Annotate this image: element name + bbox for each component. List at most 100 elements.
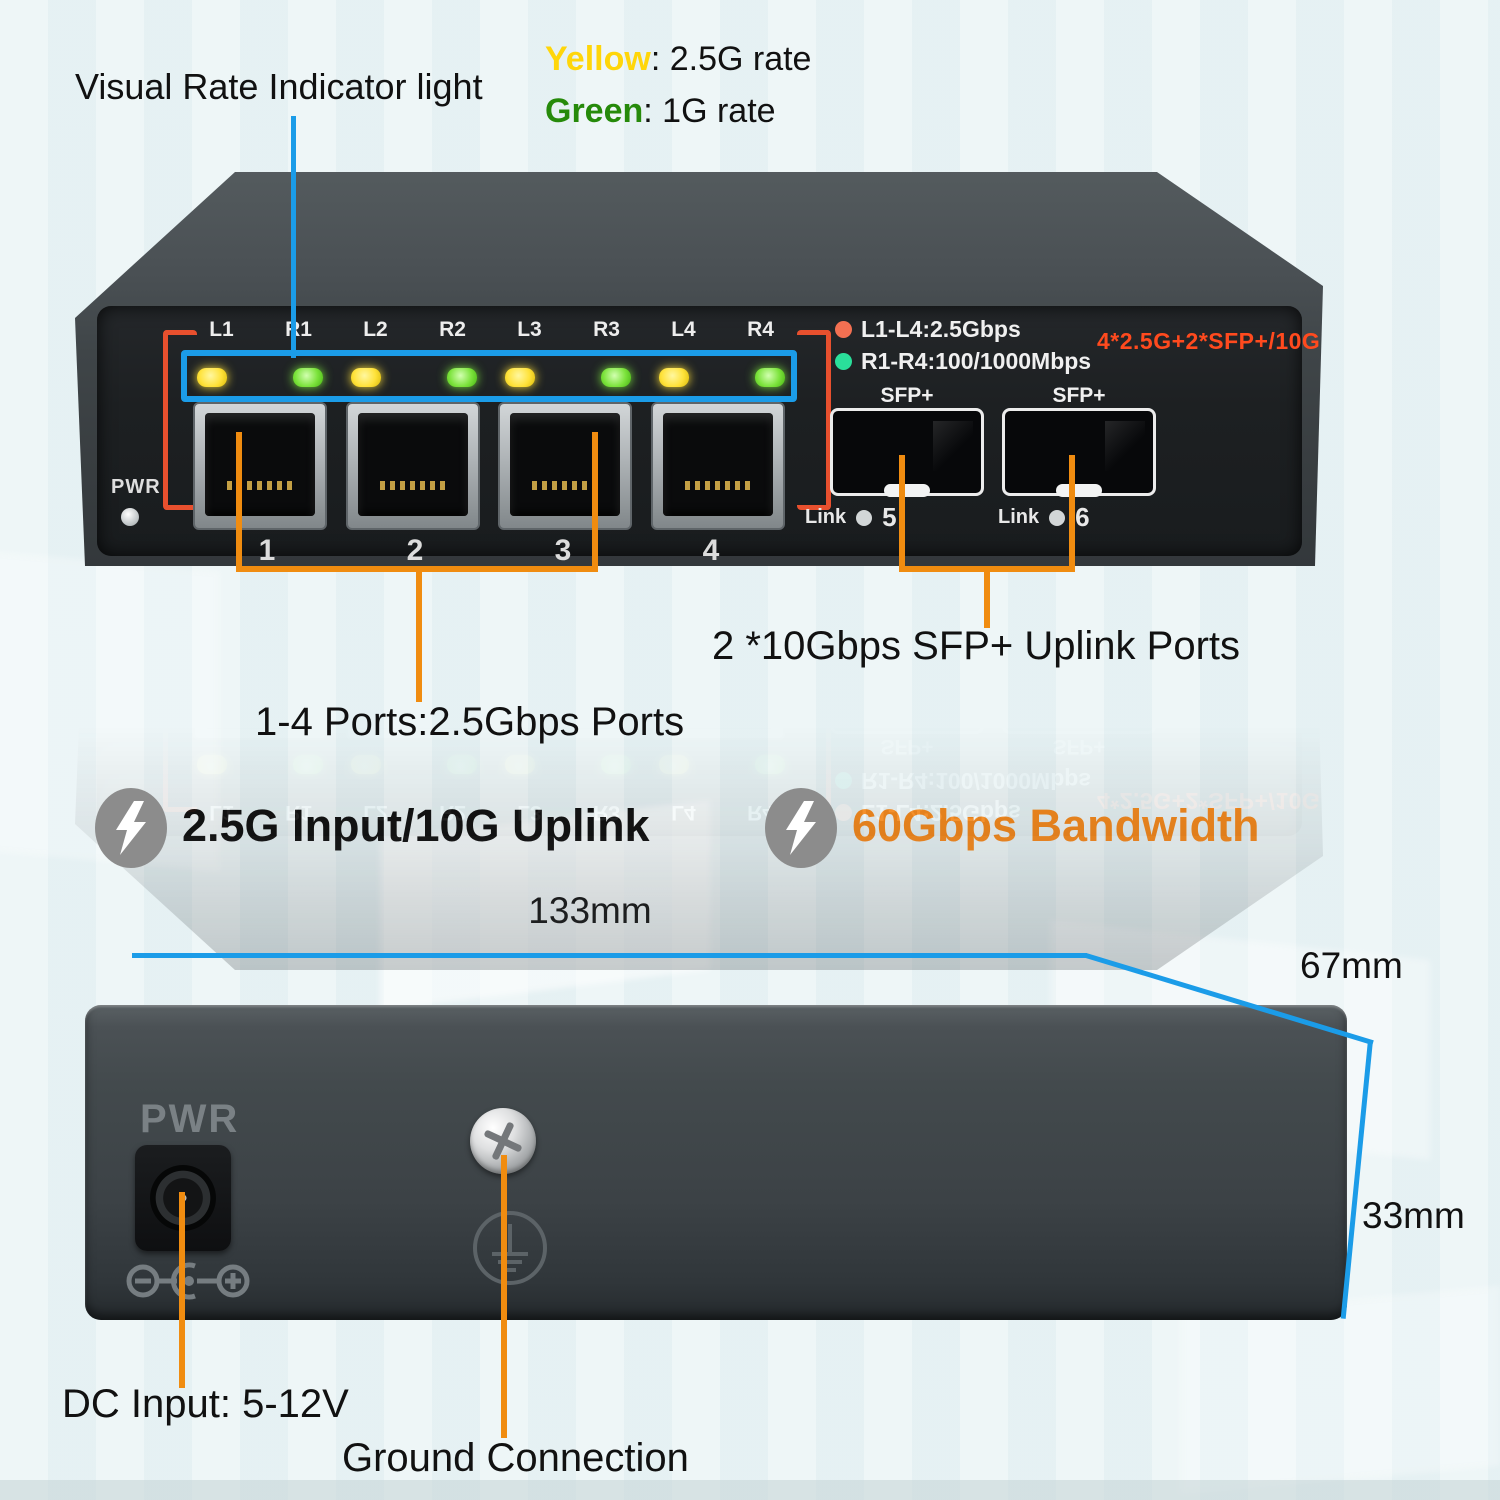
rj45-port-4 [650,402,785,530]
cage-glint [933,421,973,471]
legend-row: L1-L4:2.5Gbps [835,316,1091,343]
rear-pwr-label: PWR [140,1097,240,1141]
switch-front-view: PWR L1 R1 L2 R2 L3 R3 L4 R4 [75,168,1325,568]
led-cell [337,354,491,400]
green-rate-label: Green: 1G rate [545,92,776,131]
indicator-pointer-line [291,116,296,358]
sfp-cage-5 [830,408,984,496]
port-numbers: 1 2 3 4 [193,534,785,568]
panel-legend: L1-L4:2.5Gbps R1-R4:100/1000Mbps [835,316,1091,375]
rj45-pins [379,481,446,490]
sfp-callout: 2 *10Gbps SFP+ Uplink Ports [712,624,1241,668]
bottom-band [0,1480,1500,1500]
sfp-label-1: SFP+ [880,384,934,407]
yellow-led [505,367,535,387]
dimension-depth: 67mm [1300,945,1403,986]
ground-pointer-line [501,1155,507,1438]
link-led [856,509,873,526]
legend-text: L1-L4:2.5Gbps [861,316,1021,342]
feature-2-text: 60Gbps Bandwidth [852,800,1260,851]
port-label: R2 [439,318,466,341]
cage-glint [1105,421,1145,471]
port-number: 3 [554,534,572,567]
yellow-desc: : 2.5G rate [650,40,812,78]
led-cell [491,354,645,400]
polarity-icon [123,1257,253,1310]
green-desc: : 1G rate [643,92,776,130]
red-bracket-left [163,330,197,510]
front-pwr-label: PWR [111,476,161,498]
dc-callout: DC Input: 5-12V [62,1382,349,1426]
port-label: R3 [593,318,620,341]
port-number: 2 [406,534,424,567]
led-cell [645,354,799,400]
rj45-cavity [510,413,621,516]
legend-row: R1-R4:100/1000Mbps [835,348,1091,375]
dimension-line-width [132,953,1087,958]
rj45-port-2 [345,402,480,530]
green-led [601,367,631,387]
switch-faceplate: PWR L1 R1 L2 R2 L3 R3 L4 R4 [97,306,1320,567]
yellow-led [351,367,381,387]
link-number: 6 [1075,502,1090,532]
link-label: Link [998,506,1040,528]
rj45-cavity [662,413,773,516]
sfp-bracket-right [1069,455,1075,572]
link-led [1049,509,1066,526]
link-row-6: Link 6 [998,502,1090,533]
green-led [293,367,323,387]
sfp-cage-6 [1002,408,1156,496]
rj45-pins [684,481,751,490]
red-bracket-right [797,330,831,510]
rj45-cavity [205,413,315,516]
legend-text: R1-R4:100/1000Mbps [861,348,1092,374]
sfp-label-2: SFP+ [1052,384,1106,407]
lightning-bolt-icon [116,801,146,855]
yellow-led [659,367,689,387]
ports-callout: 1-4 Ports:2.5Gbps Ports [255,700,685,744]
green-led [755,367,785,387]
feature-1-text: 2.5G Input/10G Uplink [182,800,650,851]
rj45-port-3 [498,402,633,530]
rj45-pins [532,481,599,490]
dimension-height: 33mm [1362,1195,1465,1236]
sfp-bracket-left [899,455,905,572]
ground-callout: Ground Connection [342,1436,689,1480]
port-label: R1 [285,318,312,341]
green-dot-icon [835,353,852,370]
rj45-ports [193,402,785,530]
link-row-5: Link 5 [805,502,897,533]
lightning-icon [95,788,167,868]
port-number: 4 [702,534,720,567]
indicator-label: Visual Rate Indicator light [75,66,483,107]
port-number: 1 [258,534,276,567]
switch-rear-view: PWR [85,1005,1347,1320]
dimension-width: 133mm [528,890,652,931]
link-label: Link [805,506,847,528]
rj45-cavity [357,413,468,516]
port-label: R4 [747,318,774,341]
ports-bracket-left [236,432,242,572]
rj45-pins [227,481,293,490]
ground-symbol-icon [470,1208,550,1293]
orange-dot-icon [835,321,852,338]
front-pwr-led [121,508,139,526]
green-term: Green [545,92,644,130]
led-strip [183,354,799,400]
lightning-icon [765,788,837,868]
ports-bracket-stem [416,566,422,702]
link-number: 5 [882,502,897,532]
sfp-bracket-stem [984,566,990,628]
green-led [447,367,477,387]
yellow-term: Yellow [545,40,651,78]
port-label: L1 [209,318,234,341]
led-highlight-box [181,350,797,402]
ports-bracket-right [592,432,598,572]
lightning-bolt-icon [786,801,816,855]
port-label: L4 [671,318,696,341]
led-cell [183,354,337,400]
port-label: L3 [517,318,542,341]
port-led-labels: L1 R1 L2 R2 L3 R3 L4 R4 [183,318,799,346]
model-text: 4*2.5G+2*SFP+/10G [1097,328,1321,354]
